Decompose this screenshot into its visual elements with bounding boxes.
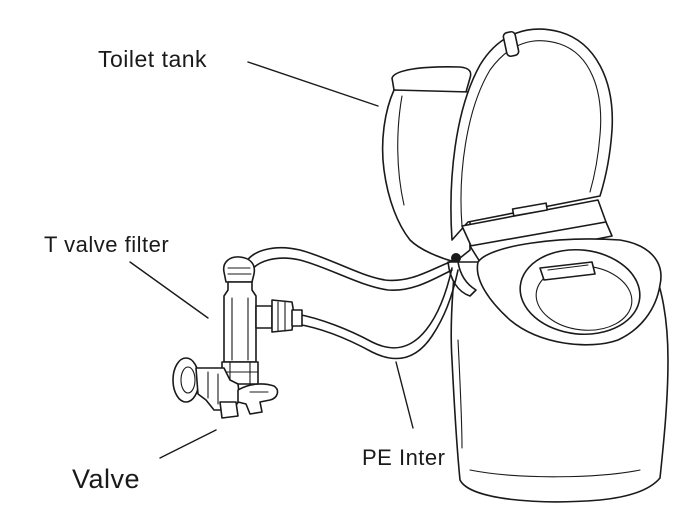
- leader-lines: [129, 61, 414, 459]
- label-t-valve-filter: T valve filter: [44, 232, 170, 257]
- tank-supply-hose: [243, 246, 453, 291]
- pe-inter-hose: [295, 267, 459, 360]
- label-toilet-tank: Toilet tank: [98, 46, 208, 72]
- leader-t-valve-filter: [129, 261, 209, 319]
- toilet-tank: [381, 66, 472, 263]
- t-valve-filter: [221, 256, 303, 385]
- angle-valve: [172, 357, 279, 419]
- label-valve: Valve: [72, 464, 141, 494]
- toilet-lid: [450, 28, 614, 241]
- inlet-connector: [447, 253, 477, 297]
- leader-valve: [159, 429, 217, 459]
- leader-pe-inter: [395, 361, 414, 429]
- leader-toilet-tank: [247, 61, 379, 107]
- label-pe-inter: PE Inter: [362, 445, 446, 470]
- toilet-seat: [476, 238, 662, 346]
